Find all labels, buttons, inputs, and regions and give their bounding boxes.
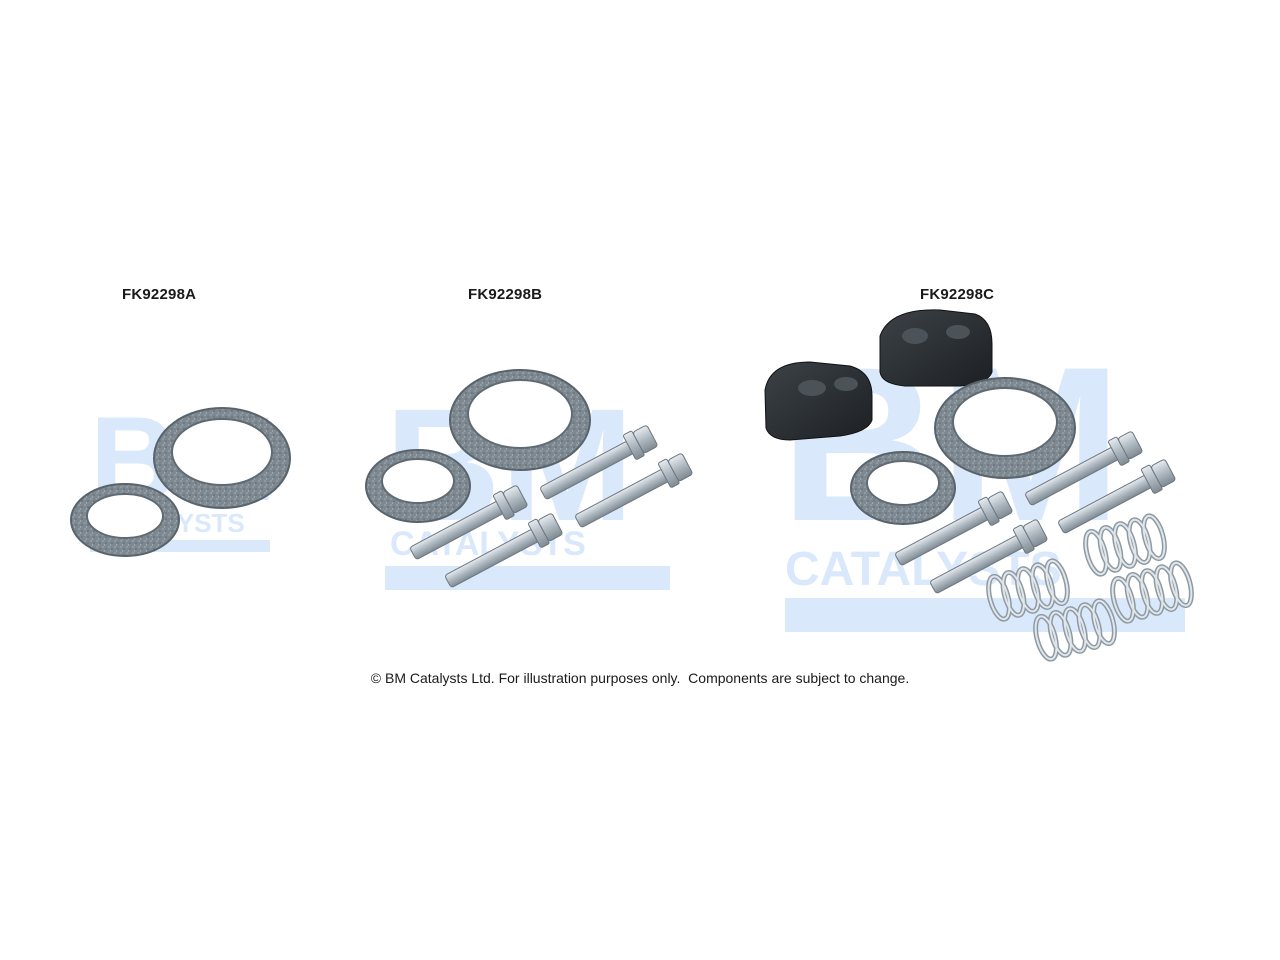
gasket-ring-large — [449, 369, 591, 471]
flange-bolt — [1058, 459, 1176, 534]
gasket-ring-small — [70, 483, 180, 557]
flange-bolt — [410, 485, 528, 560]
flange-bolt — [445, 513, 563, 588]
gasket-ring-large — [153, 407, 291, 509]
flange-bolt — [1025, 431, 1143, 506]
copyright-notice: © BM Catalysts Ltd. For illustration pur… — [0, 670, 1280, 686]
copyright-text: © BM Catalysts Ltd. For illustration pur… — [370, 670, 910, 686]
kit-label-b: FK92298B — [468, 286, 543, 303]
flange-bolt — [895, 491, 1013, 566]
coil-spring — [1110, 560, 1194, 624]
coil-spring — [1083, 513, 1167, 577]
gasket-ring-small — [850, 451, 956, 525]
kit-label-c: FK92298C — [920, 286, 995, 303]
coil-spring — [1033, 598, 1117, 662]
kit-a-parts — [70, 407, 291, 557]
flange-bolt — [930, 519, 1048, 594]
coil-spring — [986, 558, 1070, 622]
kit-b-parts — [365, 369, 693, 588]
rubber-mount — [879, 309, 993, 387]
rubber-mount — [764, 361, 873, 441]
flange-bolt — [540, 425, 658, 500]
kit-label-a: FK92298A — [122, 286, 197, 303]
gasket-ring-small — [365, 449, 471, 523]
flange-bolt — [575, 453, 693, 528]
gasket-ring-large — [934, 377, 1076, 479]
kit-c-parts — [764, 309, 1194, 662]
